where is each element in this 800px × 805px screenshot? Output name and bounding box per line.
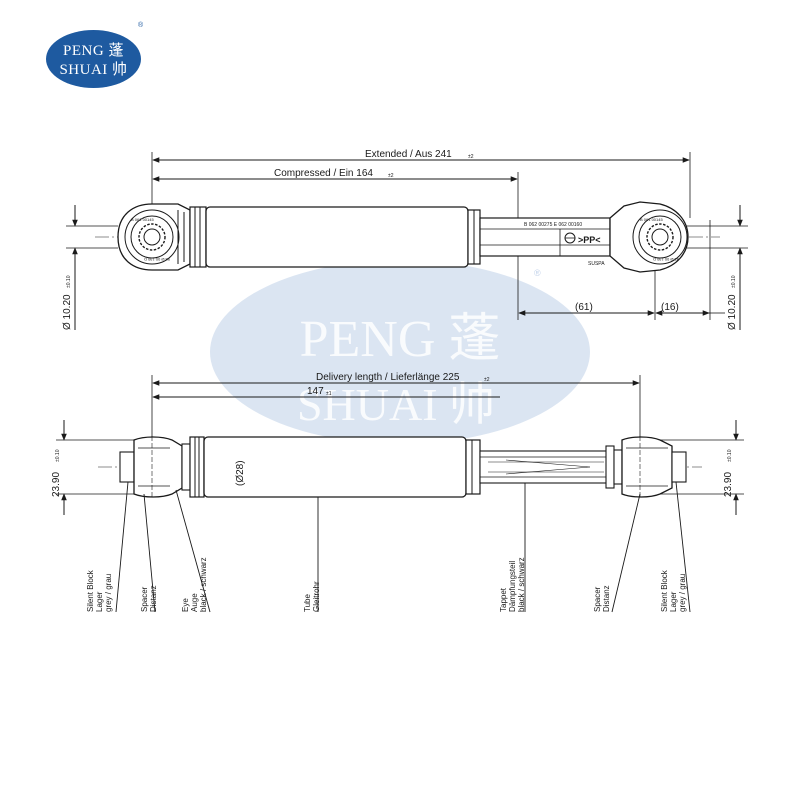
- brand-logo: PENG 蓬 SHUAI 帅: [46, 30, 141, 88]
- callout-line: Auge: [190, 593, 199, 612]
- callout-line: Silent Block: [660, 569, 669, 612]
- tappet-side: [479, 445, 615, 489]
- length-147-label: 147: [307, 386, 324, 397]
- marking-rod: B 062 00275 E 062 00160: [524, 222, 582, 228]
- callout-line: Tube: [303, 594, 312, 612]
- logo-line2: SHUAI 帅: [59, 62, 128, 78]
- callout-line: Silent Block: [86, 569, 95, 612]
- callout-line: Spacer: [593, 586, 602, 612]
- callout-line: Eye: [181, 598, 190, 612]
- logo-line1: PENG 蓬: [63, 43, 124, 59]
- callout-line: Lager: [669, 591, 678, 612]
- left-eye-top: [117, 203, 191, 271]
- callout-line: grey / grau: [678, 574, 687, 612]
- callout-silent-block-right: Silent Block Lager grey / grau: [660, 569, 687, 612]
- callout-tube: Tube Gleitrohr: [303, 581, 321, 612]
- tube-top: [189, 206, 481, 268]
- compressed-tol: ±2: [388, 173, 394, 179]
- logo-oval: [46, 30, 141, 88]
- callout-line: black / schwarz: [199, 557, 208, 612]
- dim-61-label: (61): [575, 302, 593, 313]
- delivery-label: Delivery length / Lieferlänge 225: [316, 372, 460, 383]
- callout-line: Distanz: [602, 585, 611, 612]
- top-view: [66, 152, 748, 330]
- width-left-label: 23.90: [51, 472, 62, 497]
- callout-line: black / schwarz: [517, 557, 526, 612]
- callout-line: Dämpfungsteil: [508, 561, 517, 612]
- bore-right-tol: ±0.10: [731, 275, 737, 288]
- extended-label: Extended / Aus 241: [365, 149, 452, 160]
- watermark-line1: PENG 蓬: [300, 311, 501, 368]
- callout-leaders: [115, 481, 691, 613]
- watermark: PENG 蓬 SHUAI 帅 ®: [210, 260, 590, 444]
- callout-silent-block-left: Silent Block Lager grey / grau: [86, 569, 113, 612]
- logo-reg: ®: [138, 22, 144, 29]
- bore-left-label: Ø 10.20: [62, 294, 73, 330]
- callout-tappet: Tappet Dämpfungsteil black / schwarz: [499, 557, 526, 612]
- right-eye-side: [613, 436, 687, 498]
- delivery-tol: ±2: [484, 377, 490, 383]
- bore-left-tol: ±0.10: [66, 275, 72, 288]
- watermark-reg: ®: [534, 268, 541, 278]
- side-view: [56, 375, 744, 613]
- callout-line: Gleitrohr: [312, 581, 321, 612]
- marking-suspa: SUSPA: [588, 261, 605, 267]
- left-eye-side: [119, 436, 191, 498]
- watermark-line2: SHUAI 帅: [297, 379, 495, 430]
- marking-eye-b: 93 Ø 00 190 D: [144, 257, 170, 262]
- marking-eye-c: B 061 00145: [640, 217, 663, 222]
- width-right-label: 23.90: [723, 472, 734, 497]
- dia-28-label: (Ø28): [235, 460, 246, 486]
- dim-16-label: (16): [661, 302, 679, 313]
- marking-eye-d: 93 Ø 00 190 D: [653, 257, 679, 262]
- callout-line: Distanz: [149, 585, 158, 612]
- callout-line: Tappet: [499, 587, 508, 612]
- callout-spacer-right: Spacer Distanz: [593, 585, 611, 612]
- callout-line: Lager: [95, 591, 104, 612]
- compressed-label: Compressed / Ein 164: [274, 168, 373, 179]
- width-right-tol: ±0.10: [727, 449, 733, 462]
- marking-eye-a: B 061 00145: [131, 217, 154, 222]
- extended-tol: ±2: [468, 154, 474, 160]
- right-eye-top: [609, 201, 689, 273]
- marking-pp: >PP<: [578, 235, 601, 245]
- callout-line: Spacer: [140, 586, 149, 612]
- bore-right-label: Ø 10.20: [727, 294, 738, 330]
- callout-spacer-left: Spacer Distanz: [140, 585, 158, 612]
- callout-line: grey / grau: [104, 574, 113, 612]
- watermark-oval: [210, 260, 590, 444]
- width-left-tol: ±0.10: [55, 449, 61, 462]
- callout-eye: Eye Auge black / schwarz: [181, 557, 208, 612]
- length-147-tol: ±1: [326, 391, 332, 397]
- tube-side: [189, 436, 481, 498]
